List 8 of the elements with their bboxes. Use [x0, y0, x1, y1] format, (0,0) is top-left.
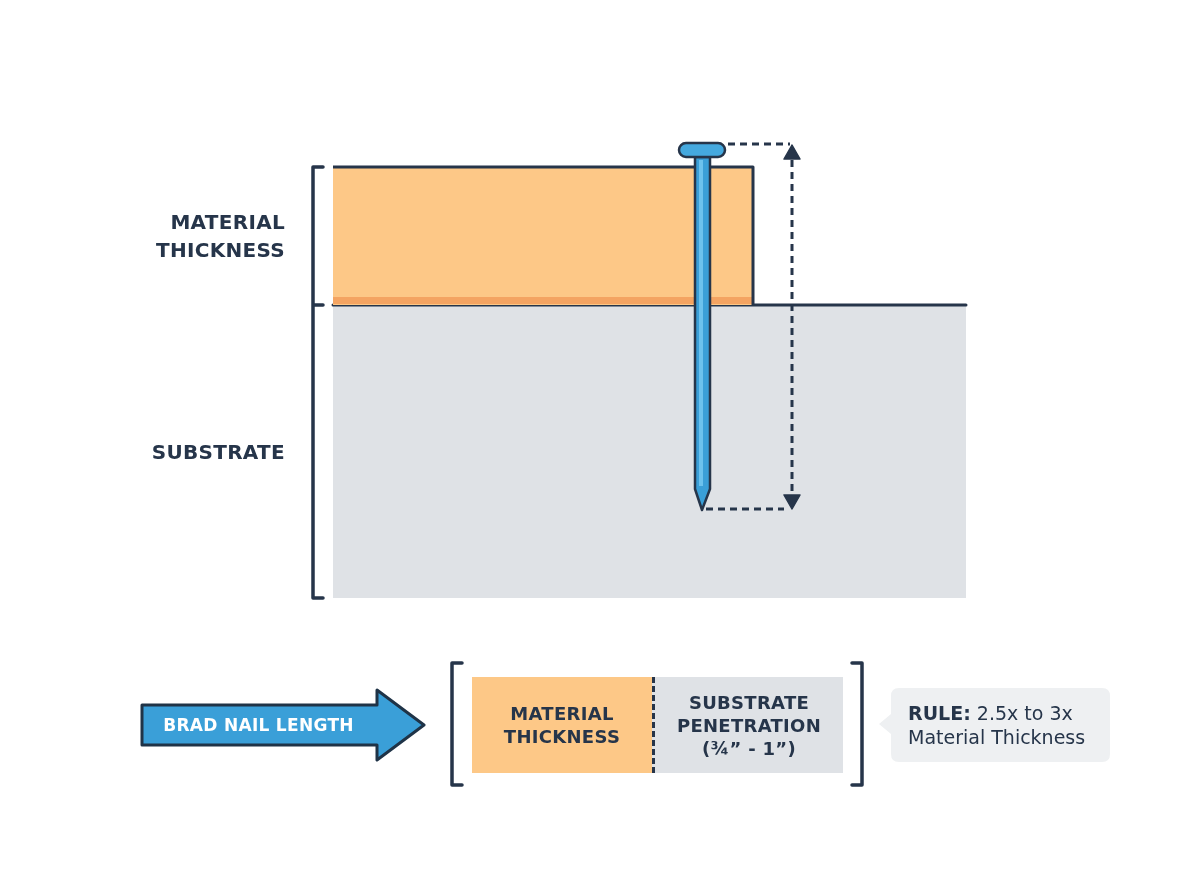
segment-title: SUBSTRATE PENETRATION [675, 690, 823, 737]
rule-note: RULE: 2.5x to 3x Material Thickness [908, 701, 1087, 749]
part-label: MATERIAL THICKNESS [155, 209, 285, 264]
part-label: SUBSTRATE [151, 439, 285, 466]
range-label: (¾” - 1”) [702, 736, 796, 760]
block-arrow: BRAD NAIL LENGTH [140, 688, 427, 762]
penetration-segment [652, 677, 843, 773]
material-segment: MATERIAL THICKNESS [472, 677, 652, 773]
